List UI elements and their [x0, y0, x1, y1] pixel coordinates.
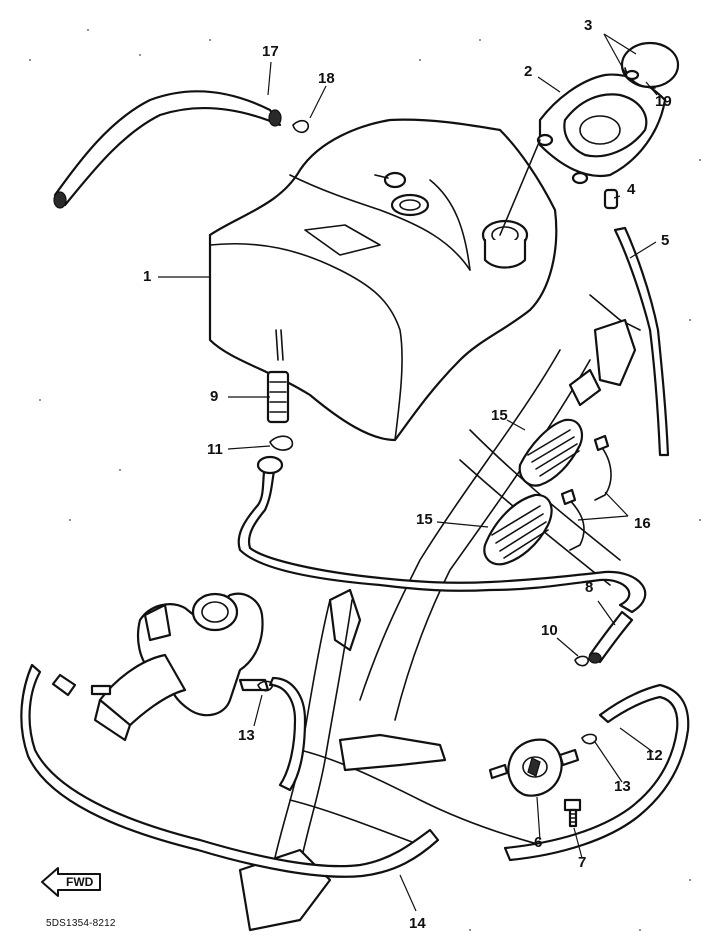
- drawing-code: 5DS1354-8212: [46, 918, 116, 929]
- callout-10: 10: [541, 622, 558, 639]
- callout-19: 19: [655, 93, 672, 110]
- callout-6: 6: [534, 834, 543, 851]
- callout-7: 7: [578, 854, 587, 871]
- fuel-tank: [208, 118, 558, 442]
- callout-14: 14: [409, 915, 426, 932]
- frame-assembly: [238, 294, 641, 932]
- callout-13-carburetor: 13: [238, 727, 255, 744]
- callout-8: 8: [585, 579, 594, 596]
- callout-2: 2: [524, 63, 533, 80]
- callout-3: 3: [584, 17, 593, 34]
- callout-13-fuel-cock: 13: [614, 778, 631, 795]
- callout-18: 18: [318, 70, 335, 87]
- vent-hose-assembly: [603, 188, 670, 457]
- callout-11: 11: [207, 441, 223, 458]
- callout-12: 12: [646, 747, 663, 764]
- forward-direction-arrow-icon: [41, 867, 101, 897]
- hose-17: [53, 90, 310, 209]
- callout-1: 1: [143, 268, 152, 285]
- callout-9: 9: [210, 388, 219, 405]
- callout-5: 5: [661, 232, 670, 249]
- filler-cap-cover: [499, 41, 680, 236]
- fuel-cock: [488, 738, 582, 828]
- callout-16: 16: [634, 515, 651, 532]
- carburetor: [90, 592, 270, 742]
- leader-lines: [158, 33, 658, 912]
- hose-8: [257, 610, 634, 745]
- callout-17: 17: [262, 43, 279, 60]
- fuel-hose-14: [20, 663, 690, 878]
- print-speckle: [29, 29, 701, 931]
- callout-15-upper: 15: [491, 407, 508, 424]
- callout-15-lower: 15: [416, 511, 433, 528]
- callout-4: 4: [627, 181, 636, 198]
- forward-direction-label: FWD: [66, 875, 94, 889]
- joint-hoses: [483, 368, 612, 566]
- fuel-filter-assembly: [237, 329, 647, 614]
